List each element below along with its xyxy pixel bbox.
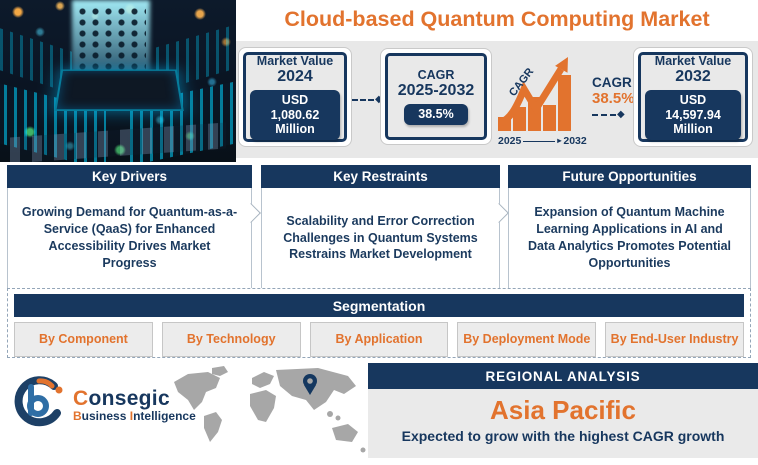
cagr-growth-chart: CAGR 2025 ▸ 2032 CAGR 38.5% ◆ <box>498 47 635 153</box>
key-drivers-panel: Key Drivers Growing Demand for Quantum-a… <box>7 165 252 289</box>
market-value-label: Market Value <box>654 54 732 69</box>
dashed-line <box>592 114 616 116</box>
future-opportunities-text: Expansion of Quantum Machine Learning Ap… <box>508 188 751 289</box>
logo-tagline: Business Intelligence <box>73 409 196 423</box>
market-value-2032-card: Market Value 2032 USD 14,597.94 Million <box>633 47 753 147</box>
diamond-arrowhead-icon: ◆ <box>617 109 625 120</box>
market-value-year: 2024 <box>277 68 313 86</box>
consegic-logo-text: Consegic Business Intelligence <box>73 387 196 423</box>
cagr-card: CAGR 2025-2032 38.5% <box>380 48 492 145</box>
regional-analysis-section: REGIONAL ANALYSIS Asia Pacific Expected … <box>368 363 758 458</box>
consegic-logo-mark-icon <box>14 376 63 427</box>
cagr-callout-label: CAGR <box>592 75 632 90</box>
diamond-arrowhead-icon: ◆ <box>375 94 383 105</box>
axis-arrowhead-icon: ▸ <box>557 136 562 145</box>
dashed-line <box>352 99 374 101</box>
segment-by-component: By Component <box>14 322 153 357</box>
key-drivers-text: Growing Demand for Quantum-as-a-Service … <box>7 188 252 289</box>
market-value-2024-amount: USD 1,080.62 Million <box>250 90 340 140</box>
processor-chip <box>54 69 184 111</box>
future-opportunities-panel: Future Opportunities Expansion of Quantu… <box>508 165 751 289</box>
chart-end-year: 2032 <box>563 135 587 147</box>
logo-company-name: Consegic <box>73 387 170 410</box>
regional-analysis-body: Asia Pacific Expected to grow with the h… <box>368 389 758 458</box>
growth-bars-arrow: CAGR <box>498 57 571 131</box>
header-section: Cloud-based Quantum Computing Market Mar… <box>236 0 758 162</box>
metrics-band: Market Value 2024 USD 1,080.62 Million ◆… <box>236 41 758 158</box>
chart-start-year: 2025 <box>498 135 522 147</box>
segment-by-deployment-mode: By Deployment Mode <box>457 322 597 357</box>
segment-by-technology: By Technology <box>161 322 301 357</box>
cagr-label: CAGR <box>417 68 455 83</box>
market-value-2032-amount: USD 14,597.94 Million <box>645 90 741 140</box>
key-drivers-header: Key Drivers <box>7 165 252 188</box>
segmentation-title: Segmentation <box>14 294 744 317</box>
market-value-2024-card: Market Value 2024 USD 1,080.62 Million <box>238 47 352 147</box>
key-restraints-text: Scalability and Error Correction Challen… <box>261 188 500 289</box>
market-value-2024-inner: Market Value 2024 USD 1,080.62 Million <box>243 52 347 142</box>
consegic-logo: Consegic Business Intelligence <box>8 374 196 436</box>
location-pin-icon <box>303 374 317 395</box>
key-restraints-header: Key Restraints <box>261 165 500 188</box>
quantum-chip-image <box>0 0 236 162</box>
cagr-callout: CAGR 38.5% ◆ <box>592 75 635 120</box>
future-opportunities-header: Future Opportunities <box>508 165 751 188</box>
cagr-value: 38.5% <box>404 104 468 125</box>
market-value-2032-inner: Market Value 2032 USD 14,597.94 Million <box>638 52 748 142</box>
cagr-years: 2025-2032 <box>397 82 475 100</box>
region-subtitle: Expected to grow with the highest CAGR g… <box>401 428 725 444</box>
segmentation-row: By Component By Technology By Applicatio… <box>14 322 744 357</box>
regional-analysis-title: REGIONAL ANALYSIS <box>368 363 758 389</box>
segment-by-end-user-industry: By End-User Industry <box>605 322 744 357</box>
region-name: Asia Pacific <box>490 395 636 425</box>
chart-year-axis: 2025 ▸ 2032 <box>498 135 596 147</box>
page-title: Cloud-based Quantum Computing Market <box>284 7 710 31</box>
cagr-callout-value: 38.5% <box>592 90 635 107</box>
key-restraints-panel: Key Restraints Scalability and Error Cor… <box>261 165 500 289</box>
segmentation-section: Segmentation By Component By Technology … <box>7 288 751 358</box>
world-map <box>174 366 366 453</box>
cagr-card-inner: CAGR 2025-2032 38.5% <box>385 53 487 140</box>
market-value-label: Market Value <box>256 54 334 69</box>
dashed-arrow-icon: ◆ <box>352 95 383 105</box>
year-axis-line <box>523 140 556 142</box>
segment-by-application: By Application <box>309 322 449 357</box>
market-value-year: 2032 <box>675 68 711 86</box>
dashed-arrow-icon: ◆ <box>592 110 635 120</box>
